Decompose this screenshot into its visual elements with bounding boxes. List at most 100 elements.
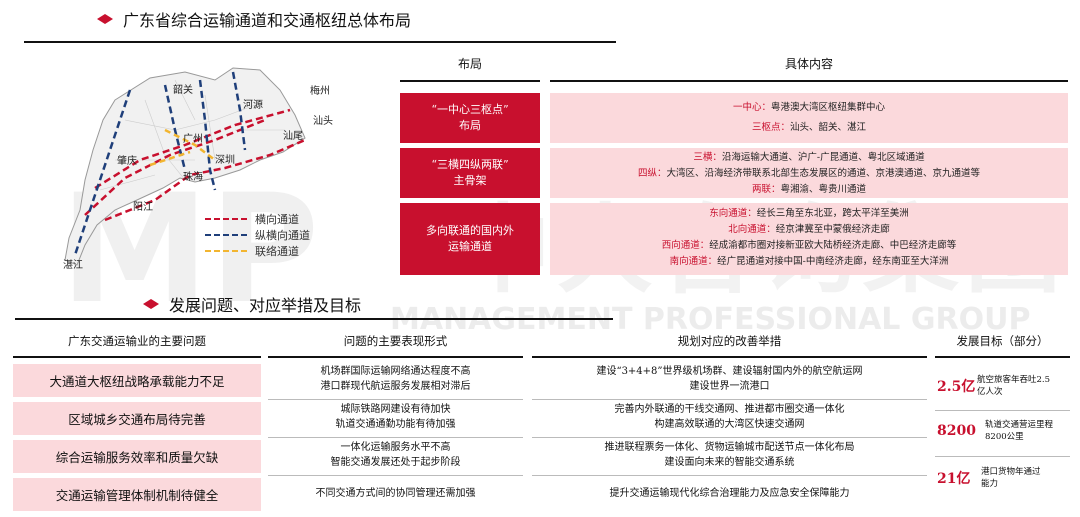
row-divider: [268, 437, 523, 438]
layout-label-3: 多向联通的国内外 运输通道: [400, 203, 540, 275]
section2-header: 发展问题、对应举措及目标: [143, 292, 361, 316]
issues-header-4: 发展目标（部分）: [956, 334, 1049, 348]
form-cell: 一体化运输服务水平不高智能交通发展还处于起步阶段: [330, 442, 461, 468]
issues-rule-3: [532, 356, 927, 358]
measure-cell: 完善内外联通的干线交通网、推进都市圈交通一体化构建高效联通的大湾区快速交通网: [614, 404, 845, 430]
form-cell: 城际铁路网建设有待加快轨道交通通勤功能有待加强: [335, 404, 456, 430]
vertical-channel-4: [73, 89, 132, 256]
content-line: 北向通道：经京津冀至中蒙俄经济走廊: [728, 224, 890, 235]
legend-label: 纵横向通道: [255, 229, 310, 242]
row-divider: [268, 475, 523, 476]
red-dash-icon: [205, 218, 247, 220]
city-label: 肇庆: [117, 156, 137, 167]
measure-cell: 推进联程票务一体化、货物运输城市配送节点一体化布局建设面向未来的智能交通系统: [604, 442, 855, 468]
section1-header: 广东省综合运输通道和交通枢纽总体布局: [97, 7, 411, 31]
county-borders: [99, 79, 285, 191]
city-label: 湛江: [63, 260, 83, 271]
layout-content-1: 一中心：粤港澳大湾区枢纽集群中心 三枢点：汕头、韶关、湛江: [550, 93, 1068, 143]
diamond-bullet-icon: [97, 14, 105, 24]
goal-item: 8200 轨道交通营运里程8200公里: [937, 419, 1070, 443]
form-cell: 机场群国际运输网络通达程度不高港口群现代航运服务发展相对滞后: [320, 366, 471, 392]
content-line: 东向通道：经长三角至东北亚，跨太平洋至美洲: [709, 208, 909, 219]
issues-header-2: 问题的主要表现形式: [343, 334, 448, 348]
city-label: 阳江: [133, 202, 153, 213]
city-label: 汕头: [313, 116, 333, 127]
vertical-channel-1: [198, 79, 217, 191]
section2-title: 发展问题、对应举措及目标: [169, 296, 362, 315]
city-label: 梅州: [310, 86, 330, 97]
vertical-channel-3: [163, 84, 187, 171]
layout-col1-header: 布局: [457, 57, 482, 71]
issues-header-3: 规划对应的改善举措: [677, 334, 782, 348]
map-svg: [64, 67, 306, 266]
problem-cell: 区域城乡交通布局待完善: [13, 402, 261, 435]
goal-divider: [935, 456, 1070, 457]
legend-item: 联络通道: [205, 243, 310, 259]
goal-divider: [935, 410, 1070, 411]
layout-label-2: “三横四纵两联” 主骨架: [400, 148, 540, 198]
goal-item: 21亿 港口货物年通过能力: [937, 466, 1070, 490]
problem-cell: 综合运输服务效率和质量欠缺: [13, 440, 261, 473]
problem-cell: 交通运输管理体制机制待健全: [13, 478, 261, 511]
goal-item: 2.5亿 航空旅客年吞吐2.5亿人次: [937, 374, 1070, 398]
diamond-bullet-icon: [151, 299, 159, 309]
measure-cell: 建设“3+4+8”世界级机场群、建设辐射国内外的航空航运网建设世界一流港口: [596, 366, 863, 392]
layout-content-3: 东向通道：经长三角至东北亚，跨太平洋至美洲 北向通道：经京津冀至中蒙俄经济走廊 …: [550, 203, 1068, 275]
content-line: 一中心：粤港澳大湾区枢纽集群中心: [732, 102, 886, 113]
diamond-bullet-icon: [105, 14, 113, 24]
issues-rule-1: [13, 356, 261, 358]
blue-dash-icon: [205, 234, 247, 236]
yellow-dash-icon: [205, 250, 247, 252]
goal-number: 2.5亿: [937, 379, 976, 395]
horizontal-channel-3: [104, 138, 306, 222]
content-line: 西向通道：经成渝都市圈对接新亚欧大陆桥经济走廊、中巴经济走廊等: [661, 240, 957, 251]
content-line: 南向通道：经广昆通道对接中国-中南经济走廊，经东南亚至大洋洲: [669, 256, 949, 267]
content-line: 四纵：大湾区、沿海经济带联系北部生态发展区的通道、京港澳通道、京九通道等: [637, 168, 981, 179]
connector-channel-1: [164, 128, 216, 161]
goal-text: 港口货物年通过能力: [981, 467, 1041, 489]
city-label: 珠海: [183, 172, 203, 183]
content-line: 三横：沿海运输大通道、沪广-广昆通道、粤北区域通道: [693, 152, 925, 163]
diamond-bullet-icon: [143, 299, 151, 309]
content-line: 两联：粤湘渝、粤贵川通道: [751, 184, 867, 195]
row-divider: [532, 475, 927, 476]
measure-cell: 提升交通运输现代化综合治理能力及应急安全保障能力: [609, 488, 850, 499]
section2-rule: [15, 318, 613, 320]
layout-col1-rule: [400, 80, 540, 82]
connector-channel-2: [149, 150, 191, 167]
section1-title: 广东省综合运输通道和交通枢纽总体布局: [123, 11, 412, 30]
form-cell: 不同交通方式间的协同管理还需加强: [315, 488, 476, 499]
layout-col2-header: 具体内容: [784, 57, 833, 71]
problem-cell: 大通道大枢纽战略承载能力不足: [13, 364, 261, 397]
guangdong-map: 韶关 河源 梅州 广州 汕尾 汕头 肇庆 深圳 珠海 阳江 湛江: [55, 60, 375, 275]
city-label: 河源: [243, 100, 263, 111]
row-divider: [532, 437, 927, 438]
city-label: 汕尾: [283, 131, 303, 142]
goal-text: 轨道交通营运里程8200公里: [985, 420, 1054, 442]
city-label: 韶关: [173, 85, 193, 96]
legend-label: 横向通道: [255, 213, 299, 226]
issues-rule-4: [935, 356, 1070, 358]
legend-label: 联络通道: [255, 245, 299, 258]
row-divider: [268, 399, 523, 400]
legend-item: 纵横向通道: [205, 227, 310, 243]
city-label: 广州: [183, 134, 203, 145]
issues-rule-2: [268, 356, 523, 358]
section1-rule: [24, 41, 616, 43]
city-label: 深圳: [215, 155, 235, 166]
goal-number: 8200: [937, 423, 976, 439]
layout-content-2: 三横：沿海运输大通道、沪广-广昆通道、粤北区域通道 四纵：大湾区、沿海经济带联系…: [550, 148, 1068, 198]
content-line: 三枢点：汕头、韶关、湛江: [751, 122, 867, 133]
horizontal-channel-2: [94, 108, 291, 190]
layout-label-1: “一中心三枢点” 布局: [400, 93, 540, 143]
layout-col2-rule: [550, 80, 1068, 82]
horizontal-channel-1: [84, 118, 266, 216]
row-divider: [532, 399, 927, 400]
issues-header-1: 广东交通运输业的主要问题: [68, 334, 206, 348]
watermark-en: MANAGEMENT PROFESSIONAL GROUP: [390, 302, 1031, 337]
legend-item: 横向通道: [205, 211, 310, 227]
vertical-channel-2: [231, 71, 247, 151]
map-legend: 横向通道 纵横向通道 联络通道: [205, 211, 310, 259]
goal-number: 21亿: [937, 471, 971, 487]
goal-text: 航空旅客年吞吐2.5亿人次: [977, 375, 1051, 397]
